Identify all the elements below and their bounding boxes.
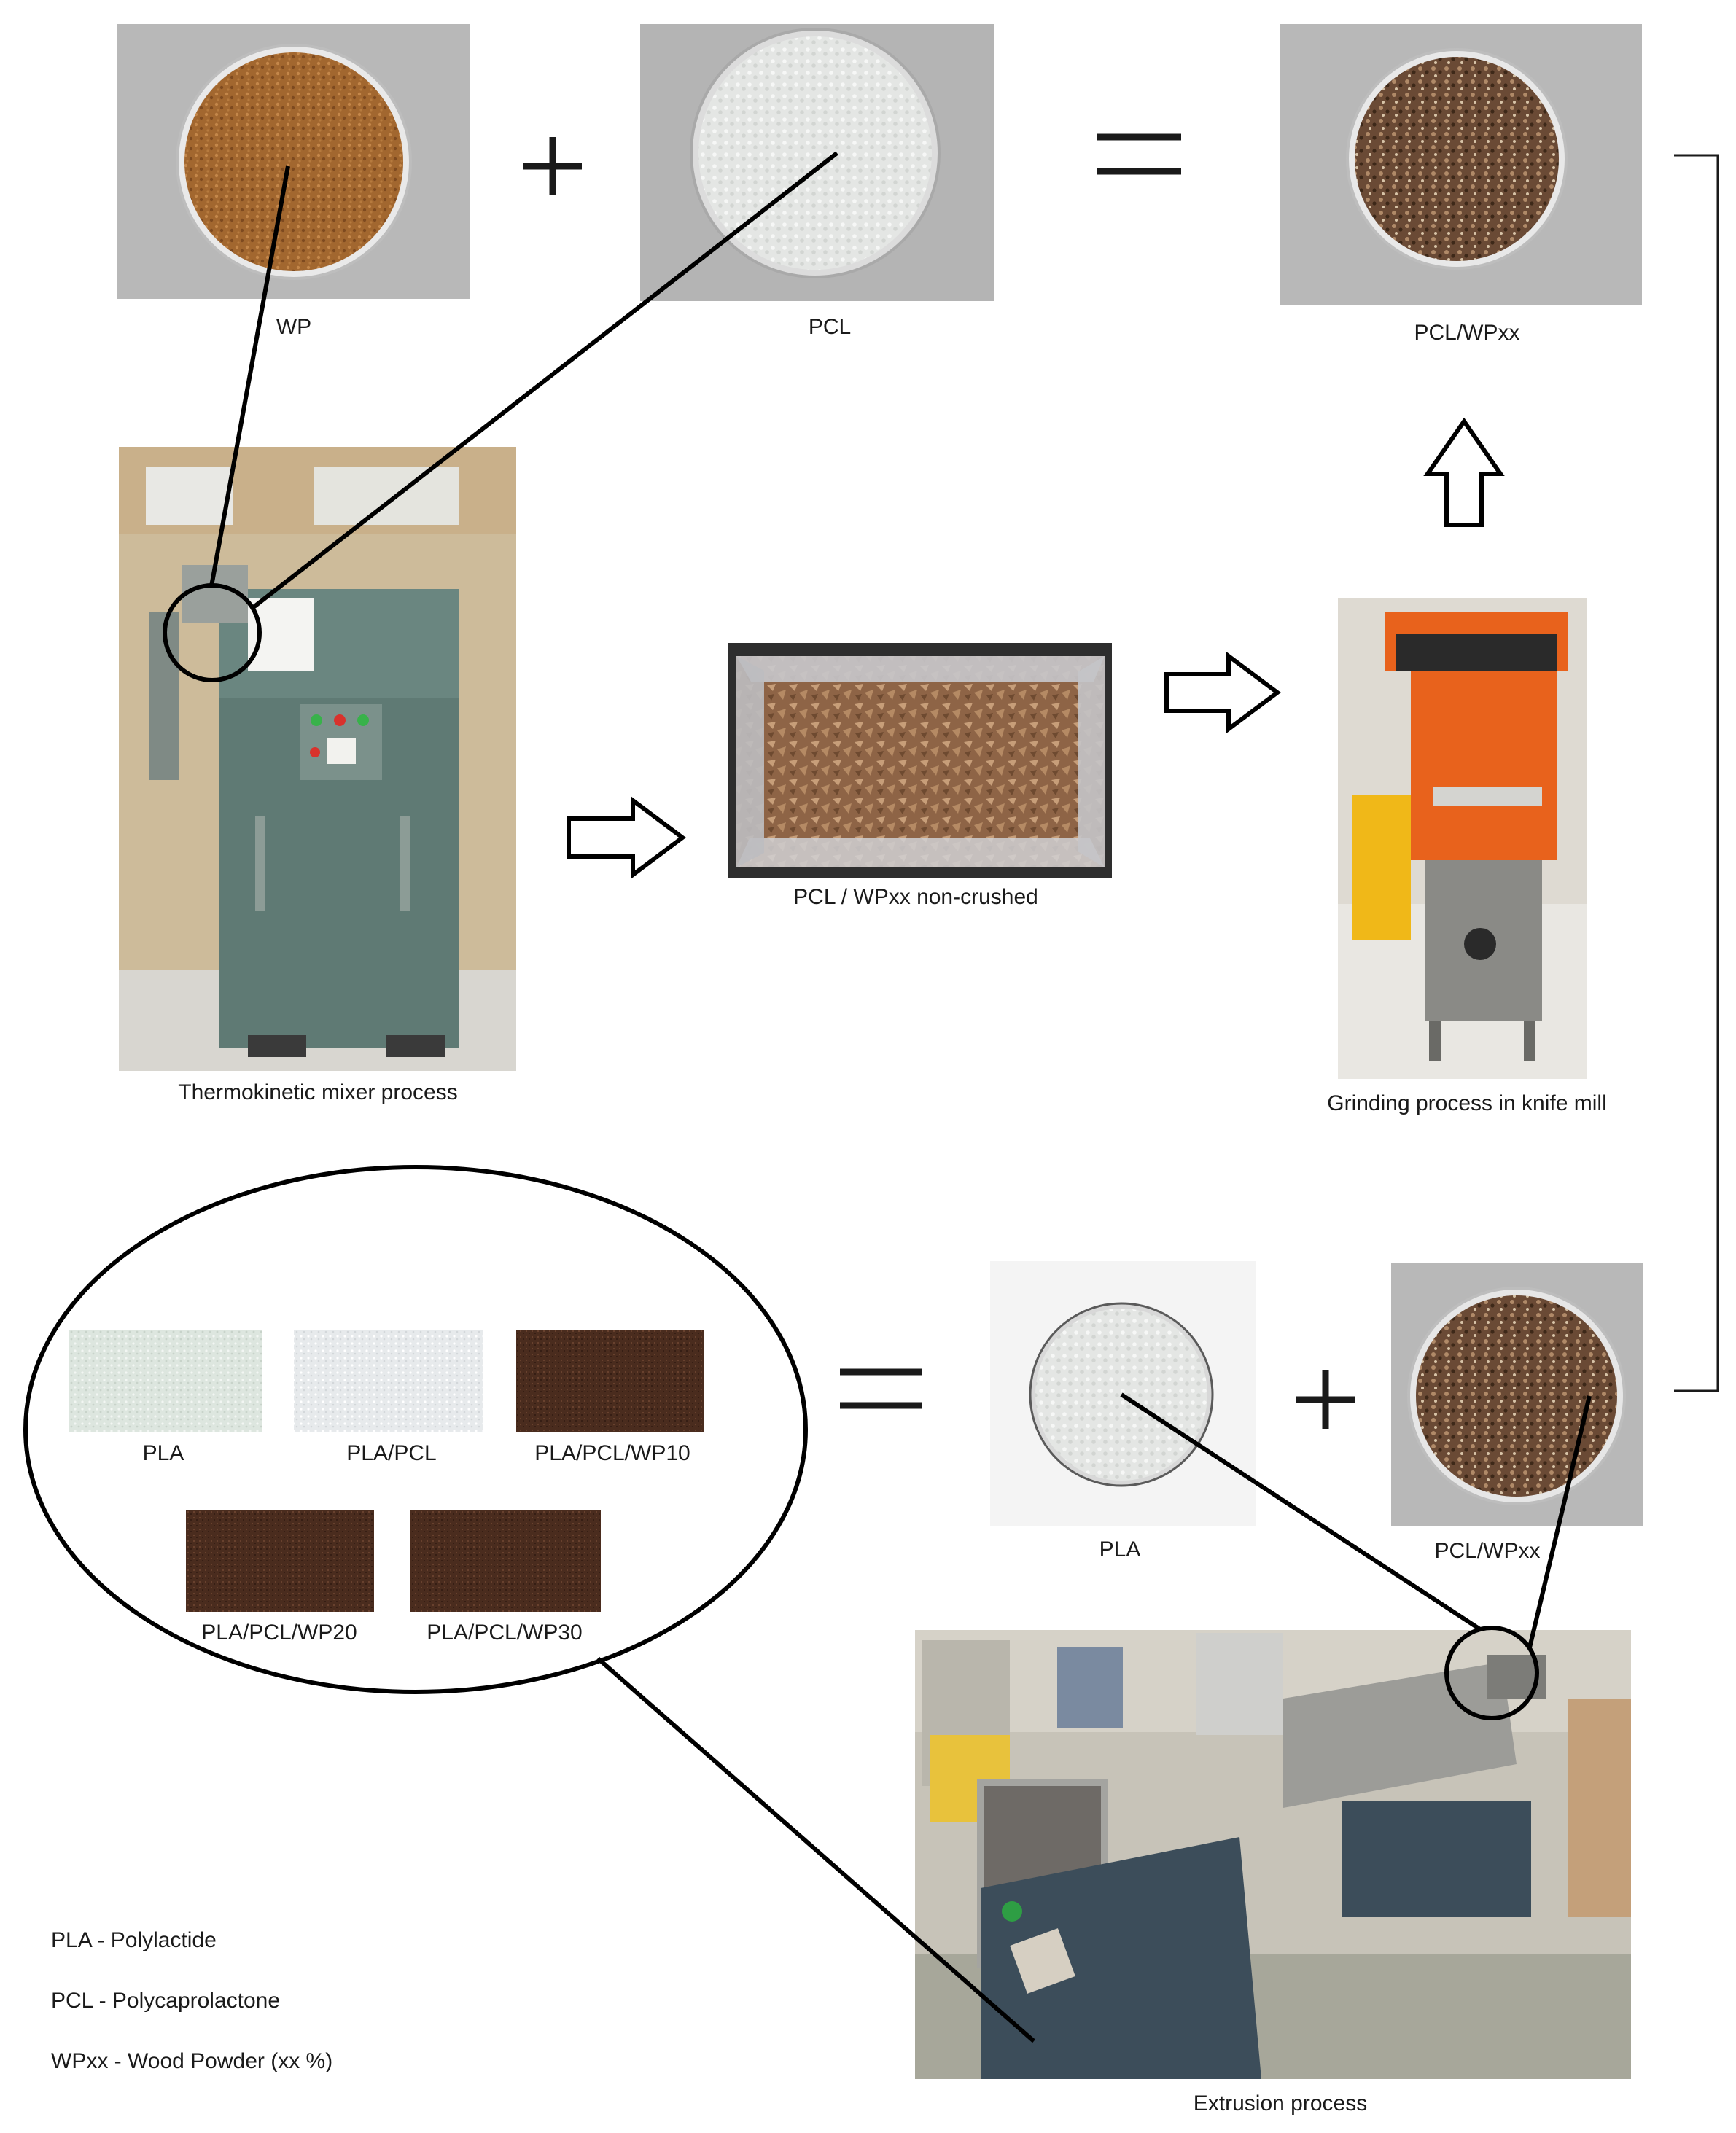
equals-sign-bottom [840,1368,922,1409]
pcl-label: PCL [809,315,851,339]
samples-ellipse [23,1165,808,1694]
connector-samples-to-extruder [596,1656,1035,2043]
non-crushed-label: PCL / WPxx non-crushed [793,885,1038,909]
sample-wp30-swatch [410,1510,601,1612]
legend-pla: PLA - Polylactide [51,1928,217,1952]
non-crushed-photo [728,643,1112,878]
connector-pcl-to-mixer [250,151,838,611]
sample-wp20-label: PLA/PCL/WP20 [201,1621,357,1645]
right-arrow-2 [1164,652,1282,733]
up-arrow [1423,417,1505,527]
sample-wp10-label: PLA/PCL/WP10 [534,1441,690,1465]
sample-wp10-swatch [516,1330,704,1432]
grinding-label: Grinding process in knife mill [1327,1091,1606,1115]
plus-sign-top [523,137,582,195]
equals-sign-top [1097,133,1181,175]
pla-label: PLA [1099,1537,1141,1561]
extrusion-label: Extrusion process [1194,2091,1367,2116]
plus-sign-bottom [1296,1370,1355,1429]
sample-pla-label: PLA [143,1441,184,1465]
abbreviation-legend: PLA - Polylactide PCL - Polycaprolactone… [51,1928,332,2073]
sample-pla-swatch [69,1330,262,1432]
sample-wp30-label: PLA/PCL/WP30 [427,1621,582,1645]
pcl-wpxx-photo-top [1280,24,1642,305]
right-bracket [1674,154,1719,1392]
sample-wp20-swatch [186,1510,374,1612]
pcl-photo [640,24,994,301]
extruder-hopper-highlight [1444,1626,1539,1720]
sample-pla-pcl-label: PLA/PCL [346,1441,436,1465]
connector-wp-to-mixer [209,165,290,587]
pcl-wpxx-photo-bottom [1391,1263,1643,1526]
right-arrow-1 [567,796,686,879]
knife-mill-photo [1338,598,1587,1079]
pcl-wpxx-label-bottom: PCL/WPxx [1434,1539,1540,1563]
thermokinetic-mixer-photo [119,447,516,1071]
connector-pla-to-extruder [1120,1392,1482,1631]
pcl-wpxx-label-top: PCL/WPxx [1414,321,1519,345]
mixer-label: Thermokinetic mixer process [178,1080,457,1104]
connector-pclwpxx-to-extruder [1527,1395,1592,1648]
wp-photo [117,24,470,299]
sample-pla-pcl-swatch [294,1330,483,1432]
legend-pcl: PCL - Polycaprolactone [51,1989,280,2013]
wp-label: WP [276,315,311,339]
extrusion-photo [915,1630,1631,2079]
legend-wpxx: WPxx - Wood Powder (xx %) [51,2049,332,2073]
